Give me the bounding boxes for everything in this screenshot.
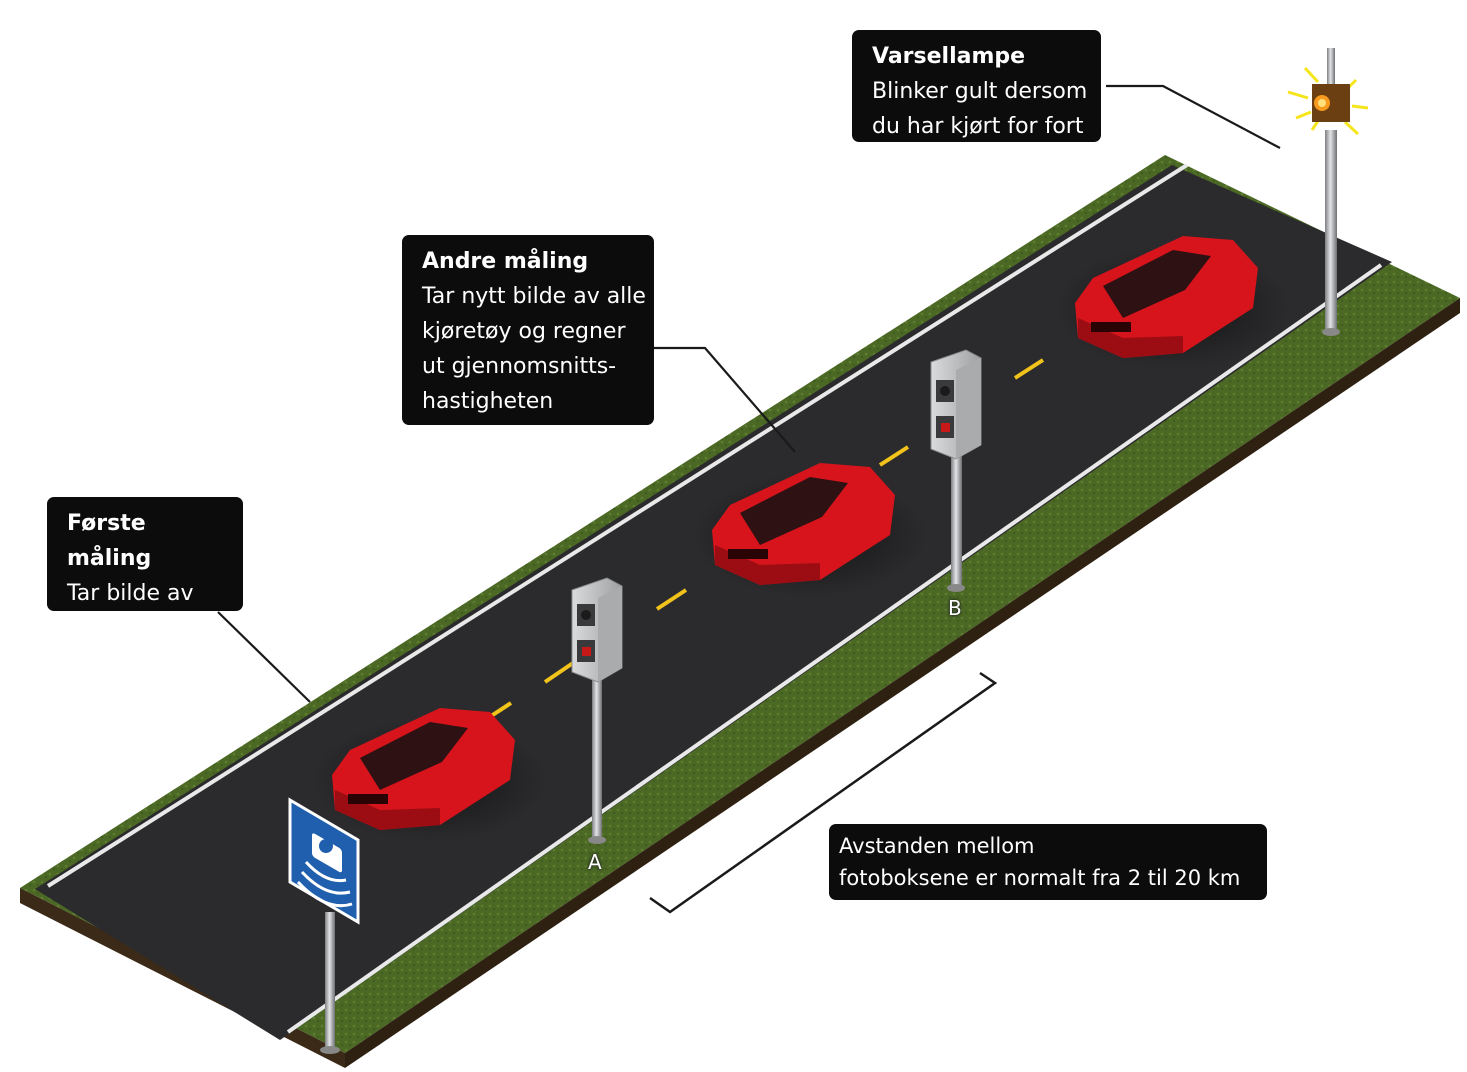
warning-lamp-icon	[1287, 48, 1369, 336]
callout-title: Første måling	[67, 511, 152, 571]
camera-sign-icon	[288, 797, 360, 1054]
car-2	[692, 463, 928, 597]
callout-title: Andre måling	[422, 249, 589, 274]
callout-varsellampe: Varsellampe Blinker gult dersom du har k…	[852, 30, 1101, 142]
speed-camera-box-a	[571, 577, 623, 844]
callout-line: Blinker gult dersom	[872, 79, 1088, 104]
callout-line: Avstanden mellom	[839, 834, 1035, 858]
callout-title: Varsellampe	[872, 44, 1026, 69]
callout-andre-maling: Andre måling Tar nytt bilde av alle kjør…	[402, 235, 654, 425]
callout-avstand: Avstanden mellom fotoboksene er normalt …	[829, 824, 1267, 900]
callout-line: Tar bilde av	[67, 581, 194, 606]
callout-line: hastigheten	[422, 389, 554, 414]
box-b-label: B	[948, 596, 962, 620]
speed-camera-box-b	[930, 349, 982, 592]
callout-line: alle kjøretøy	[67, 616, 203, 641]
callout-line: ut gjennomsnitts-	[422, 354, 617, 379]
car-1	[312, 708, 548, 842]
callout-line: du har kjørt for fort	[872, 114, 1084, 139]
distance-bracket	[649, 671, 998, 914]
box-a-label: A	[588, 850, 602, 874]
callout-line: kjøretøy og regner	[422, 319, 626, 344]
leader-lines	[217, 84, 1281, 703]
callout-line: Tar nytt bilde av alle	[422, 284, 646, 309]
callout-line: fotoboksene er normalt fra 2 til 20 km	[839, 866, 1241, 890]
callout-forste-maling: Første måling Tar bilde av alle kjøretøy	[47, 497, 243, 641]
car-3	[1055, 236, 1291, 370]
